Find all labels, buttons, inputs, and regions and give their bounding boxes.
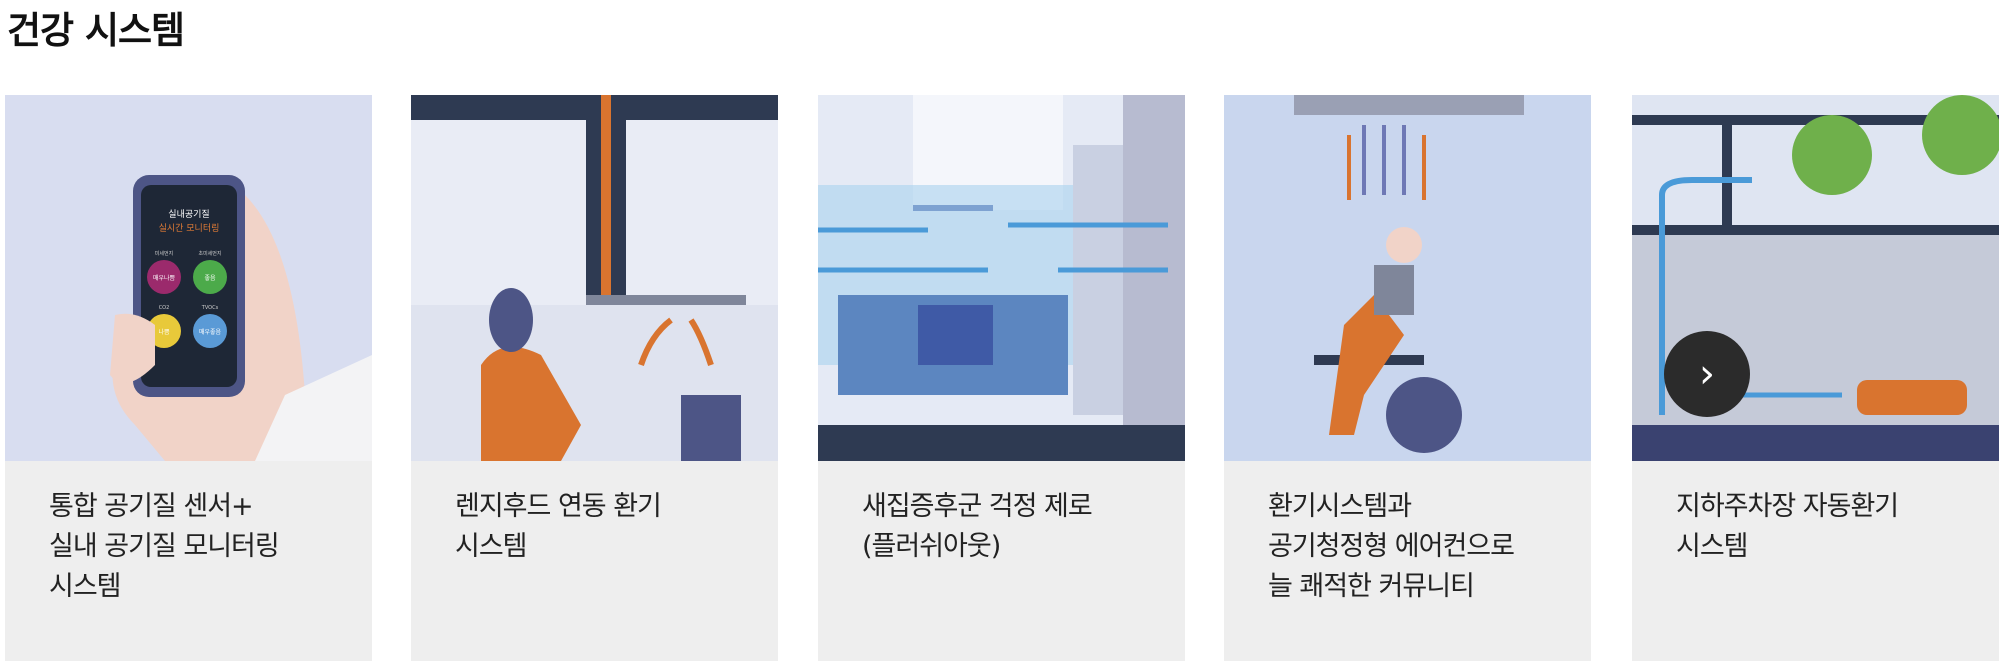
svg-text:CO2: CO2 — [159, 305, 170, 311]
chevron-right-icon: › — [1699, 351, 1715, 397]
phone-title: 실내공기질 — [168, 208, 209, 220]
card-air-quality-monitoring[interactable]: 실내공기질 실시간 모니터링 미세먼지 초미세먼지 매우나쁨 좋음 CO2 TV… — [5, 95, 372, 661]
carousel-next-button[interactable]: › — [1664, 331, 1750, 417]
svg-text:TVOCs: TVOCs — [201, 305, 219, 311]
card-parking-ventilation[interactable]: › 지하주차장 자동환기 시스템 — [1632, 95, 1999, 661]
svg-text:미세먼지: 미세먼지 — [155, 250, 173, 257]
illustration-flush-out — [818, 95, 1185, 461]
pm10-status — [147, 260, 181, 294]
illustration-phone-monitoring: 실내공기질 실시간 모니터링 미세먼지 초미세먼지 매우나쁨 좋음 CO2 TV… — [5, 95, 372, 461]
svg-text:나쁨: 나쁨 — [158, 328, 170, 336]
tvoc-status — [193, 314, 227, 348]
card-fitness-community[interactable]: 환기시스템과 공기청정형 에어컨으로 늘 쾌적한 커뮤니티 — [1224, 95, 1591, 661]
card-range-hood-ventilation[interactable]: 렌지후드 연동 환기 시스템 — [411, 95, 778, 661]
card-caption: 렌지후드 연동 환기 시스템 — [455, 491, 662, 562]
svg-text:매우나쁨: 매우나쁨 — [153, 274, 176, 282]
card-flush-out[interactable]: 새집증후군 걱정 제로 (플러쉬아웃) — [818, 95, 1185, 661]
illustration-exercise-bike — [1224, 95, 1591, 461]
phone-subtitle: 실시간 모니터링 — [159, 222, 220, 234]
page-title: 건강 시스템 — [7, 9, 185, 52]
illustration-parking-garage: › — [1632, 95, 1999, 461]
card-caption: 환기시스템과 공기청정형 에어컨으로 늘 쾌적한 커뮤니티 — [1268, 491, 1515, 602]
card-caption: 통합 공기질 센서+ 실내 공기질 모니터링 시스템 — [49, 491, 280, 602]
card-caption: 지하주차장 자동환기 시스템 — [1676, 491, 1899, 562]
svg-text:초미세먼지: 초미세먼지 — [198, 250, 221, 257]
pm25-status — [193, 260, 227, 294]
svg-text:매우좋음: 매우좋음 — [199, 328, 222, 336]
svg-text:좋음: 좋음 — [204, 275, 216, 282]
illustration-range-hood — [411, 95, 778, 461]
co2-status — [147, 314, 181, 348]
card-caption: 새집증후군 걱정 제로 (플러쉬아웃) — [862, 491, 1093, 562]
